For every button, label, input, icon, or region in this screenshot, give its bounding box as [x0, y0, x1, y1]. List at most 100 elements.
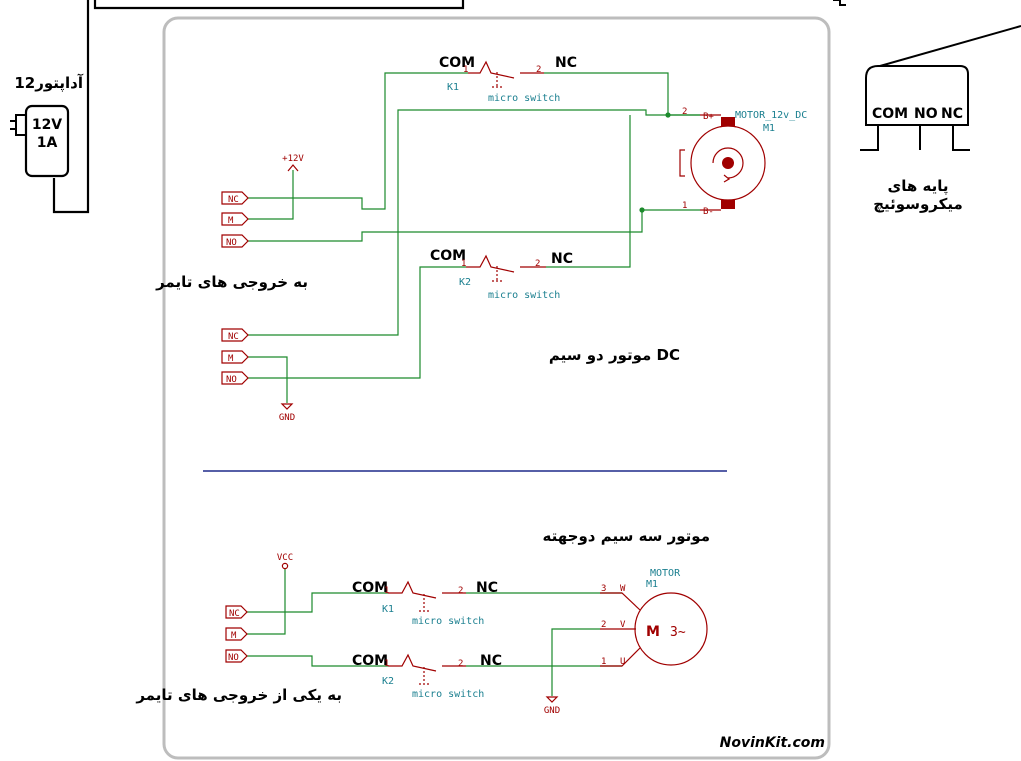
- supply-12v-label: +12V: [282, 154, 304, 164]
- svg-text:2: 2: [536, 65, 541, 75]
- svg-text:micro switch: micro switch: [412, 616, 484, 627]
- supply-vcc: VCC: [277, 553, 293, 570]
- svg-text:COM: COM: [352, 580, 388, 596]
- junction-dot: [639, 207, 645, 213]
- dc-wires: [248, 72, 700, 403]
- dc-motor-value: MOTOR_12v_DC: [735, 110, 807, 121]
- ground-ac: GND: [544, 696, 560, 716]
- dc-ports-bottom: NC M NO: [221, 328, 249, 385]
- supply-12v: +12V: [282, 154, 304, 172]
- pin-b-minus: B-: [703, 207, 714, 217]
- dc-timer-label: به خروجی های تایمر: [155, 273, 308, 291]
- schematic-frame: [162, 16, 831, 760]
- micro-switch-lever: [879, 25, 1021, 67]
- svg-text:2: 2: [458, 659, 463, 669]
- micro-switch-body: [865, 65, 969, 126]
- svg-text:1: 1: [384, 659, 389, 669]
- switch-k1: COM NC 1 2 K1 micro switch: [439, 55, 577, 104]
- gnd-label: GND: [279, 413, 295, 423]
- adapter-current: 1A: [37, 135, 58, 151]
- ac-timer-label: به یکی از خروجی های تایمر: [135, 686, 342, 704]
- motor-brush-bottom: [721, 200, 735, 209]
- svg-text:K1: K1: [382, 604, 394, 615]
- port-nc: NC: [228, 195, 239, 205]
- dc-motor: MOTOR_12v_DC M1 2 B+ 1 B-: [679, 107, 807, 217]
- svg-text:K2: K2: [382, 676, 394, 687]
- switch-k2-nc: NC: [551, 251, 573, 267]
- svg-text:NC: NC: [480, 653, 502, 669]
- port-no: NO: [226, 238, 237, 248]
- svg-text:W: W: [620, 584, 626, 594]
- vcc-label: VCC: [277, 553, 293, 563]
- pinout-caption-1: پایه های: [888, 177, 949, 196]
- micro-switch-pinout: COM NO NC پایه های میکروسوئیچ: [860, 25, 1021, 213]
- svg-text:2: 2: [458, 586, 463, 596]
- svg-text:U: U: [620, 657, 625, 667]
- port-m: M: [228, 354, 234, 364]
- svg-text:1: 1: [682, 201, 687, 211]
- gnd-label: GND: [544, 706, 560, 716]
- dc-motor-ref: M1: [763, 123, 775, 134]
- port-no: NO: [228, 653, 239, 663]
- ac-wires: [247, 568, 622, 696]
- ac-motor-ref: M1: [646, 579, 658, 590]
- adapter-cable: [52, 0, 90, 214]
- adapter-voltage: 12V: [32, 117, 62, 133]
- switch-k2: COM NC 1 2 K2 micro switch: [430, 248, 573, 301]
- port-nc: NC: [228, 332, 239, 342]
- ac-motor-circle: [634, 592, 708, 666]
- ground-dc: GND: [279, 403, 295, 423]
- switch-k2-com: COM: [430, 248, 466, 264]
- switch-k2-ref: K2: [459, 277, 471, 288]
- port-m: M: [228, 216, 234, 226]
- svg-text:1: 1: [601, 657, 606, 667]
- pin-nc-label: NC: [941, 106, 963, 122]
- power-adapter: آداپتور12 12V 1A: [10, 74, 84, 178]
- ac-motor-m: M: [646, 624, 660, 640]
- pin-b-plus: B+: [703, 112, 714, 122]
- port-no: NO: [226, 375, 237, 385]
- adapter-body: [24, 104, 70, 178]
- ac-motor-leads: [600, 592, 641, 667]
- switch-k1-com: COM: [439, 55, 475, 71]
- switch-k1-ref: K1: [447, 82, 459, 93]
- pin-com-label: COM: [872, 106, 908, 122]
- switch-k2-value: micro switch: [488, 290, 560, 301]
- svg-text:1: 1: [463, 65, 468, 75]
- motor-circle: [690, 125, 766, 201]
- motor-brush-top: [721, 117, 735, 126]
- ac-motor: MOTOR M1 3 W 2 V 1 U M 3~: [601, 568, 708, 667]
- switch-k1-value: micro switch: [488, 93, 560, 104]
- dc-title: موتور دو سیم DC: [549, 346, 680, 364]
- svg-text:1: 1: [461, 259, 466, 269]
- watermark: NovinKit.com: [720, 735, 825, 751]
- pin-no-label: NO: [914, 106, 938, 122]
- svg-text:micro switch: micro switch: [412, 689, 484, 700]
- ac-title: موتور سه سیم دوجهته: [543, 527, 710, 545]
- port-nc: NC: [229, 609, 240, 619]
- svg-text:2: 2: [535, 259, 540, 269]
- svg-text:3: 3: [601, 584, 606, 594]
- adapter-cable-top: [93, 0, 465, 10]
- adapter-plug-icon: [15, 114, 26, 136]
- dc-ports-top: NC M NO: [221, 191, 249, 248]
- corner-mark: [833, 0, 846, 6]
- svg-text:NC: NC: [476, 580, 498, 596]
- ac-switch-k1: COM NC 1 2 K1 micro switch: [352, 580, 498, 627]
- ac-ports: NC M NO: [225, 605, 248, 663]
- switch-k1-nc: NC: [555, 55, 577, 71]
- adapter-title: آداپتور12: [14, 74, 84, 93]
- motor-bracket: [679, 149, 685, 177]
- svg-text:2: 2: [601, 620, 606, 630]
- svg-text:COM: COM: [352, 653, 388, 669]
- ac-motor-value: MOTOR: [650, 568, 681, 579]
- svg-text:V: V: [620, 620, 626, 630]
- ac-switch-k2: COM NC 1 2 K2 micro switch: [352, 653, 502, 700]
- pinout-caption-2: میکروسوئیچ: [873, 195, 963, 213]
- svg-text:1: 1: [384, 586, 389, 596]
- ac-motor-phase: 3~: [670, 625, 686, 640]
- junction-dot: [665, 112, 671, 118]
- port-m: M: [231, 631, 237, 641]
- svg-text:2: 2: [682, 107, 687, 117]
